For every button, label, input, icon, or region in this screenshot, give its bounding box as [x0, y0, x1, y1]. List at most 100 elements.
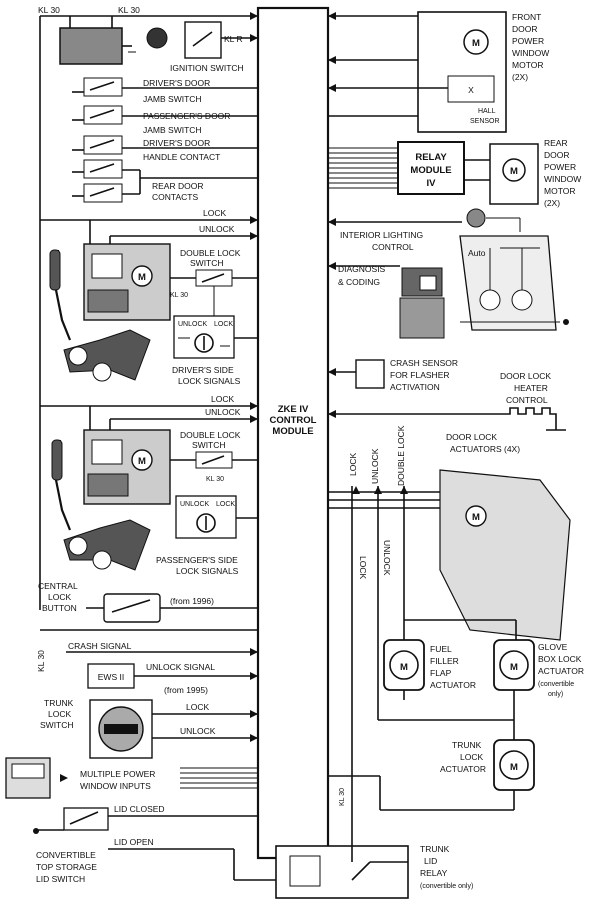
crash-sensor — [355, 359, 385, 389]
ews-from: (from 1995) — [164, 685, 208, 695]
front-motor-frame — [417, 11, 507, 133]
lid-switch — [63, 807, 109, 831]
front-1: FRONT — [512, 12, 541, 22]
trunk-relay-4: (convertible only) — [420, 883, 473, 890]
act-m: M — [472, 512, 480, 523]
crash-3: ACTIVATION — [390, 382, 440, 392]
klr-label: KL R — [224, 34, 243, 44]
rear-motor-m: M — [510, 166, 518, 177]
front-motor-m: M — [472, 38, 480, 49]
drv-lock-label: LOCK — [203, 208, 226, 218]
drv-cyl-unlock: UNLOCK — [178, 321, 208, 328]
glove-5: only) — [548, 691, 563, 698]
pas-cyl-lock: LOCK — [216, 501, 235, 508]
rear-motor — [502, 158, 526, 182]
act-v-lock2: LOCK — [358, 556, 368, 579]
drivers-jamb-2: JAMB SWITCH — [143, 94, 202, 104]
trunk-unlock: UNLOCK — [180, 726, 216, 736]
pas-lock-motor — [131, 449, 153, 471]
act-title-1: DOOR LOCK — [446, 432, 497, 442]
switch-passengers-jamb — [72, 105, 258, 125]
act-title-2: ACTUATORS (4X) — [450, 444, 520, 454]
hall-2: SENSOR — [470, 118, 500, 125]
crash-signal: CRASH SIGNAL — [68, 641, 132, 651]
hall-x: X — [468, 85, 474, 95]
hall-1: HALL — [478, 108, 496, 115]
trunk-relay-2: LID — [424, 856, 437, 866]
relay-iv-2: MODULE — [410, 165, 451, 176]
act-v-double: DOUBLE LOCK — [396, 425, 406, 486]
trunk-act-3: ACTUATOR — [440, 764, 486, 774]
rear-2: CONTACTS — [152, 192, 198, 202]
pas-kl30: KL 30 — [206, 476, 224, 483]
fuel-m: M — [400, 662, 408, 673]
relay-iv-1: RELAY — [415, 152, 447, 163]
drv-kl30: KL 30 — [170, 292, 188, 299]
front-4: WINDOW — [512, 48, 549, 58]
glove-2: BOX LOCK — [538, 654, 582, 664]
ignition-key-icon — [146, 27, 168, 49]
pas-motor-m: M — [138, 456, 146, 467]
crash-1: CRASH SENSOR — [390, 358, 458, 368]
lid-c1: CONVERTIBLE — [36, 850, 96, 860]
glove-3: ACTUATOR — [538, 666, 584, 676]
zke-module-box — [256, 6, 330, 860]
pass-jamb-1: PASSENGER'S DOOR — [143, 111, 230, 121]
relay-module-iv — [397, 141, 465, 195]
heater-2: HEATER — [514, 383, 548, 393]
fuel-3: FLAP — [430, 668, 452, 678]
drv-lock-knob — [49, 249, 61, 291]
central-2: LOCK — [48, 592, 71, 602]
pas-sig-1: PASSENGER'S SIDE — [156, 555, 238, 565]
ignition-label: IGNITION SWITCH — [170, 63, 244, 73]
central-3: BUTTON — [42, 603, 77, 613]
front-3: POWER — [512, 36, 544, 46]
central-from: (from 1996) — [170, 596, 214, 606]
battery — [59, 27, 123, 65]
drv-sig-2: LOCK SIGNALS — [178, 376, 241, 386]
rear-1: REAR DOOR — [152, 181, 203, 191]
diag-2: & CODING — [338, 277, 380, 287]
module-label-2: CONTROL — [270, 415, 317, 426]
act-v-unlock2: UNLOCK — [382, 540, 392, 576]
kl30-vertical: KL 30 — [36, 650, 46, 672]
mpwi-2: WINDOW INPUTS — [80, 781, 151, 791]
trunk-act-m: M — [510, 762, 518, 773]
pas-lock-linkage — [63, 519, 151, 571]
door-actuator-motor — [465, 505, 487, 527]
door-lock-actuator-housing — [439, 469, 571, 641]
ews-label: EWS II — [98, 672, 124, 682]
drv-unlock-label: UNLOCK — [199, 224, 235, 234]
trunk-act-2: LOCK — [460, 752, 483, 762]
trunk-relay-1: TRUNK — [420, 844, 450, 854]
pas-double-1: DOUBLE LOCK — [180, 430, 241, 440]
pas-lock-knob — [51, 439, 63, 481]
pas-unlock-label: UNLOCK — [205, 407, 241, 417]
lid-c2: TOP STORAGE — [36, 862, 97, 872]
rear-1m: REAR — [544, 138, 568, 148]
central-1: CENTRAL — [38, 581, 78, 591]
drv-sig-1: DRIVER'S SIDE — [172, 365, 234, 375]
mpwi-1: MULTIPLE POWER — [80, 769, 155, 779]
ignition-switch-box — [184, 21, 222, 59]
act-v-unlock: UNLOCK — [370, 448, 380, 484]
pas-double-2: SWITCH — [192, 440, 226, 450]
drv-lock-motor — [131, 265, 153, 287]
rear-3m: POWER — [544, 162, 576, 172]
trunk-sw-3: SWITCH — [40, 720, 74, 730]
rear-6m: (2X) — [544, 198, 560, 208]
front-6: (2X) — [512, 72, 528, 82]
interior-lamp-icon — [466, 208, 486, 228]
fuel-1: FUEL — [430, 644, 452, 654]
crash-2: FOR FLASHER — [390, 370, 450, 380]
rear-motor-frame — [489, 143, 539, 205]
relay-iv-3: IV — [427, 178, 437, 189]
kl30-label-b: KL 30 — [118, 5, 140, 15]
heater-3: CONTROL — [506, 395, 548, 405]
hall-box — [447, 75, 495, 103]
fuel-2: FILLER — [430, 656, 459, 666]
rear-4m: WINDOW — [544, 174, 581, 184]
diag-1: DIAGNOSIS — [338, 264, 386, 274]
